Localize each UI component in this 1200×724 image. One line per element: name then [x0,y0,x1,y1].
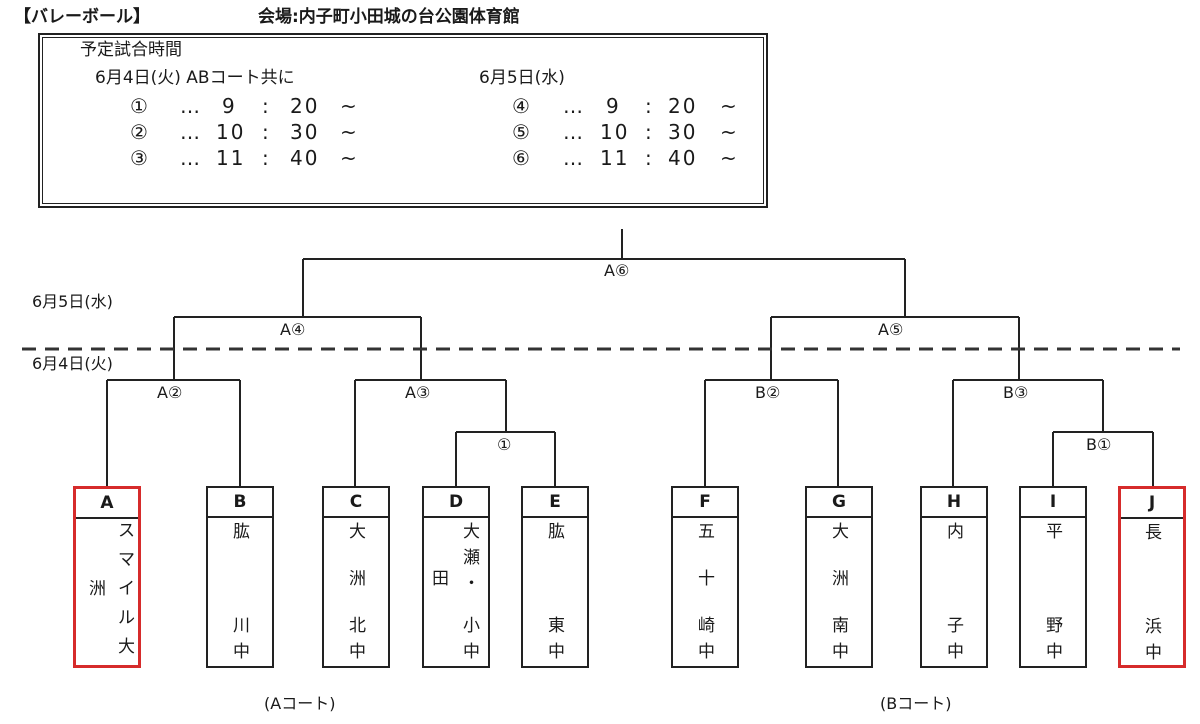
team-box-h: H 内 子 中 [920,486,988,668]
day1-label: 6月4日(火) ABコート共に [95,68,295,88]
tilde: ~ [340,120,359,144]
dots: … [563,146,585,170]
tilde: ~ [720,120,739,144]
hour: 11 [216,146,246,170]
hour: 10 [600,120,630,144]
match-number: ⑤ [512,120,532,144]
team-code: C [324,488,388,518]
match-label-1: ① [497,435,512,454]
match-label-b2: B② [755,383,781,402]
court-b-label: (Bコート) [880,694,952,713]
colon: : [645,120,654,144]
team-code: D [424,488,488,518]
minute: 30 [290,120,320,144]
minute: 40 [668,146,698,170]
team-box-c: C 大 洲 北 中 [322,486,390,668]
hour: 11 [600,146,630,170]
team-box-i: I 平 野 中 [1019,486,1087,668]
team-code: G [807,488,871,518]
colon: : [645,146,654,170]
team-name: 大 瀬 ・ 小 中 田 [432,522,480,662]
match-label-a5: A⑤ [878,320,904,339]
court-a-label: (Aコート) [264,694,336,713]
schedule-box [38,33,768,208]
venue-title: 会場:内子町小田城の台公園体育館 [258,7,520,27]
minute: 20 [668,94,698,118]
match-number: ② [130,120,150,144]
team-box-g: G 大 洲 南 中 [805,486,873,668]
match-label-final: A⑥ [604,261,630,280]
minute: 30 [668,120,698,144]
team-name: 平 野 中 [1046,522,1063,662]
match-label-a3: A③ [405,383,431,402]
team-code: B [208,488,272,518]
dots: … [180,146,202,170]
team-code: F [673,488,737,518]
team-name: 肱 川 中 [233,522,250,662]
team-code: E [523,488,587,518]
hour: 9 [222,94,237,118]
team-code: I [1021,488,1085,518]
colon: : [645,94,654,118]
day2-label: 6月5日(水) [479,68,565,88]
team-name: 内 子 中 [947,522,964,662]
team-name: 肱 東 中 [548,522,565,662]
hour: 9 [606,94,621,118]
team-code: H [922,488,986,518]
colon: : [262,120,271,144]
match-label-a4: A④ [280,320,306,339]
dots: … [563,120,585,144]
team-code: J [1121,489,1183,519]
team-name: 長 浜 中 [1145,523,1162,663]
minute: 40 [290,146,320,170]
match-label-b3: B③ [1003,383,1029,402]
team-box-b: B 肱 川 中 [206,486,274,668]
team-box-f: F 五 十 崎 中 [671,486,739,668]
match-label-b1: B① [1086,435,1112,454]
match-number: ① [130,94,150,118]
hour: 10 [216,120,246,144]
sport-title: 【バレーボール】 [14,7,150,27]
date-day1-label: 6月4日(火) [32,354,113,373]
team-box-e: E 肱 東 中 [521,486,589,668]
team-name: 大 洲 南 中 [832,522,849,662]
dots: … [563,94,585,118]
team-box-d: D 大 瀬 ・ 小 中 田 [422,486,490,668]
team-name: 大 洲 北 中 [349,522,366,662]
tilde: ~ [720,94,739,118]
dots: … [180,94,202,118]
tilde: ~ [340,146,359,170]
match-number: ③ [130,146,150,170]
team-name: 五 十 崎 中 [698,522,715,662]
team-code: A [76,489,138,519]
schedule-title: 予定試合時間 [80,40,182,60]
tilde: ~ [340,94,359,118]
team-box-a: A ス マ イ ル 大 洲 [73,486,141,668]
match-number: ⑥ [512,146,532,170]
tilde: ~ [720,146,739,170]
team-name: ス マ イ ル 大 洲 [89,521,135,657]
minute: 20 [290,94,320,118]
team-box-j: J 長 浜 中 [1118,486,1186,668]
date-day2-label: 6月5日(水) [32,292,113,311]
colon: : [262,94,271,118]
match-number: ④ [512,94,532,118]
dots: … [180,120,202,144]
colon: : [262,146,271,170]
match-label-a2: A② [157,383,183,402]
